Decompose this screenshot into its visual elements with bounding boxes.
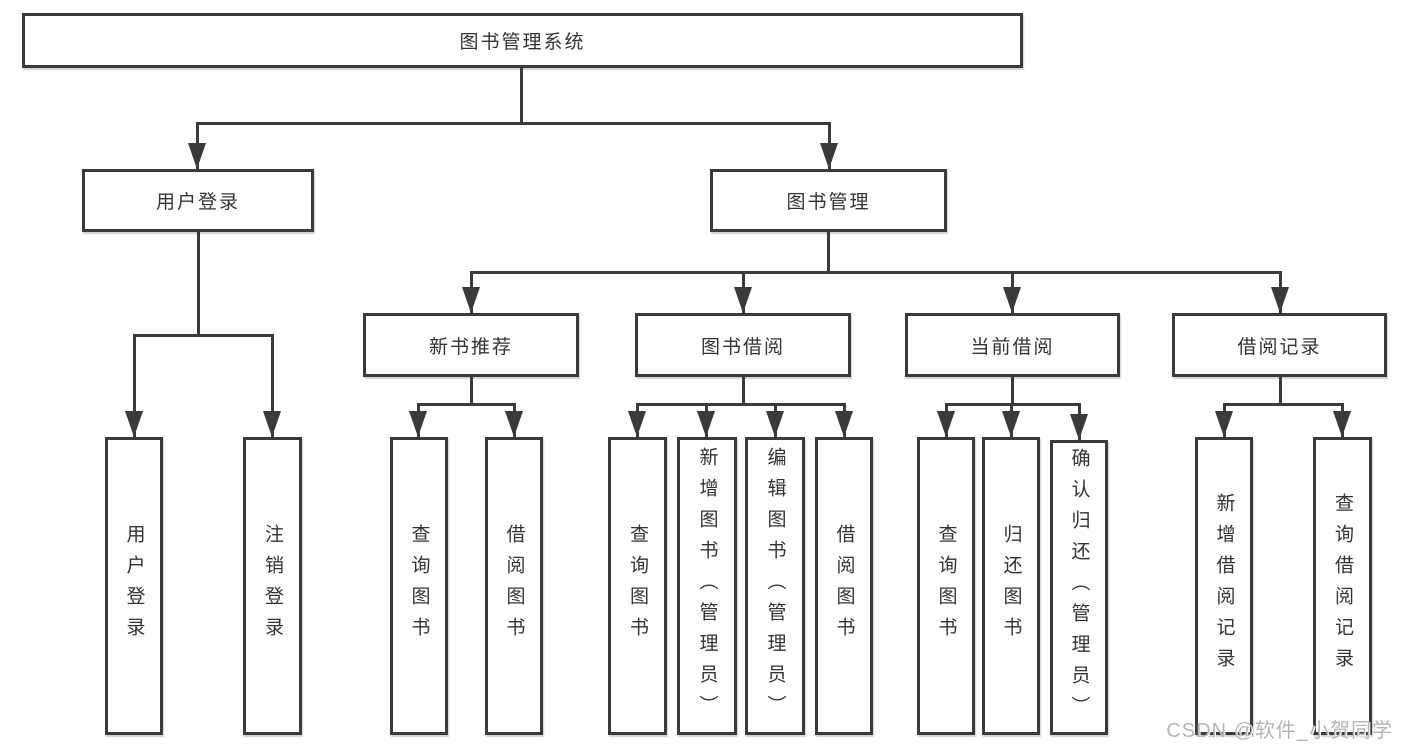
connector-vline bbox=[742, 377, 745, 406]
connector-hline bbox=[417, 403, 516, 406]
arrow-down-icon bbox=[937, 411, 955, 437]
leaf-return-book: 归还图书 bbox=[982, 437, 1040, 735]
leaf-recommend-query-book-label: 查询图书 bbox=[408, 524, 430, 648]
node-new-book-recommend: 新书推荐 bbox=[363, 313, 579, 377]
arrow-down-icon bbox=[628, 411, 646, 437]
leaf-recommend-borrow-book-label: 借阅图书 bbox=[503, 524, 525, 648]
connector-hline bbox=[945, 403, 1081, 406]
leaf-logout: 注销登录 bbox=[243, 437, 302, 735]
arrow-down-icon bbox=[835, 411, 853, 437]
node-root: 图书管理系统 bbox=[22, 13, 1023, 68]
node-borrow-records-label: 借阅记录 bbox=[1237, 336, 1322, 358]
leaf-user-login: 用户登录 bbox=[105, 437, 163, 735]
connector-vline bbox=[271, 334, 274, 437]
leaf-add-book-admin-label: 新增图书（管理员） bbox=[696, 446, 718, 726]
leaf-add-book-admin: 新增图书（管理员） bbox=[677, 437, 737, 735]
connector-hline bbox=[1223, 403, 1344, 406]
node-user-login-label: 用户登录 bbox=[155, 192, 240, 213]
arrow-down-icon bbox=[1002, 411, 1020, 437]
arrow-down-icon bbox=[1003, 287, 1021, 313]
connector-hline bbox=[133, 334, 274, 337]
arrow-down-icon bbox=[734, 287, 752, 313]
leaf-borrow-book: 借阅图书 bbox=[815, 437, 873, 735]
arrow-down-icon bbox=[1271, 287, 1289, 313]
arrow-down-icon bbox=[1070, 414, 1088, 440]
leaf-user-login-label: 用户登录 bbox=[123, 524, 145, 648]
node-book-management: 图书管理 bbox=[710, 169, 947, 232]
watermark: CSDN @软件_小贺同学 bbox=[1166, 720, 1393, 742]
connector-vline bbox=[197, 232, 200, 336]
node-current-borrow: 当前借阅 bbox=[905, 313, 1120, 377]
leaf-confirm-return-admin-label: 确认归还（管理员） bbox=[1068, 448, 1090, 727]
node-book-borrow: 图书借阅 bbox=[635, 313, 851, 377]
arrow-down-icon bbox=[188, 143, 206, 169]
leaf-confirm-return-admin: 确认归还（管理员） bbox=[1050, 440, 1108, 735]
node-book-borrow-label: 图书借阅 bbox=[700, 336, 785, 358]
node-current-borrow-label: 当前借阅 bbox=[970, 336, 1055, 358]
arrow-down-icon bbox=[409, 411, 427, 437]
connector-hline bbox=[636, 403, 846, 406]
arrow-down-icon bbox=[1215, 411, 1233, 437]
leaf-recommend-query-book: 查询图书 bbox=[390, 437, 448, 735]
leaf-logout-label: 注销登录 bbox=[262, 524, 283, 648]
leaf-return-book-label: 归还图书 bbox=[1000, 524, 1022, 648]
leaf-borrow-book-label: 借阅图书 bbox=[833, 524, 855, 648]
leaf-current-query-book-label: 查询图书 bbox=[935, 524, 957, 648]
arrow-down-icon bbox=[820, 143, 838, 169]
leaf-add-borrow-record-label: 新增借阅记录 bbox=[1213, 493, 1235, 679]
node-root-label: 图书管理系统 bbox=[459, 32, 586, 53]
node-new-book-recommend-label: 新书推荐 bbox=[428, 336, 513, 358]
connector-hline bbox=[470, 271, 1281, 274]
node-user-login: 用户登录 bbox=[82, 169, 314, 232]
leaf-query-borrow-record-label: 查询借阅记录 bbox=[1332, 493, 1353, 679]
leaf-recommend-borrow-book: 借阅图书 bbox=[485, 437, 543, 735]
arrow-down-icon bbox=[125, 411, 143, 437]
leaf-current-query-book: 查询图书 bbox=[917, 437, 975, 735]
leaf-borrow-query-book: 查询图书 bbox=[608, 437, 667, 735]
arrow-down-icon bbox=[462, 287, 480, 313]
connector-vline bbox=[470, 377, 473, 406]
leaf-edit-book-admin-label: 编辑图书（管理员） bbox=[764, 446, 786, 726]
arrow-down-icon bbox=[505, 411, 523, 437]
leaf-add-borrow-record: 新增借阅记录 bbox=[1195, 437, 1253, 735]
connector-vline bbox=[827, 232, 830, 274]
node-borrow-records: 借阅记录 bbox=[1172, 313, 1387, 377]
connector-hline bbox=[196, 122, 831, 125]
connector-vline bbox=[1011, 377, 1014, 406]
leaf-borrow-query-book-label: 查询图书 bbox=[627, 524, 648, 648]
leaf-query-borrow-record: 查询借阅记录 bbox=[1313, 437, 1372, 735]
arrow-down-icon bbox=[263, 411, 281, 437]
arrow-down-icon bbox=[697, 411, 715, 437]
arrow-down-icon bbox=[766, 411, 784, 437]
connector-vline bbox=[133, 334, 136, 437]
node-book-management-label: 图书管理 bbox=[786, 192, 871, 213]
leaf-edit-book-admin: 编辑图书（管理员） bbox=[745, 437, 805, 735]
arrow-down-icon bbox=[1333, 411, 1351, 437]
connector-vline bbox=[1279, 377, 1282, 406]
connector-vline bbox=[520, 68, 523, 124]
